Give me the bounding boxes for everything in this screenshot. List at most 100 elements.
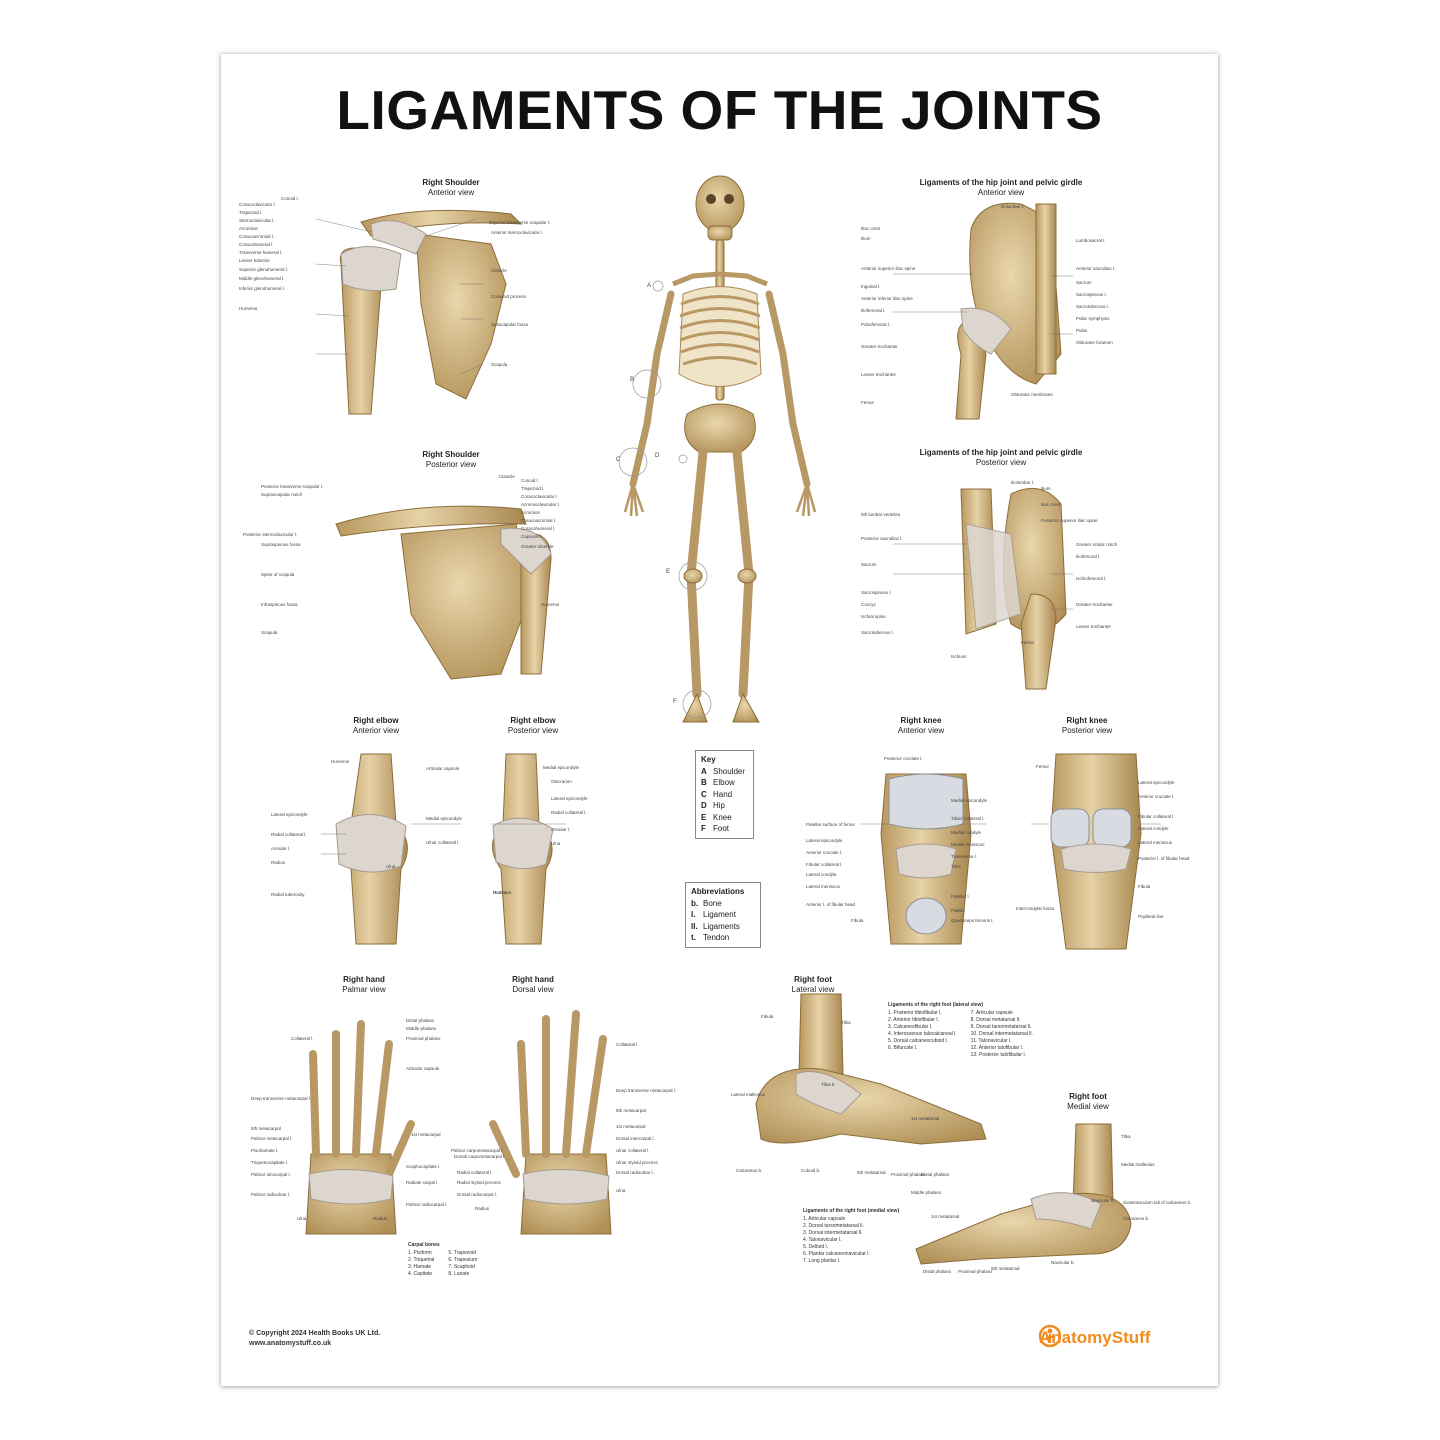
- label-hpal: Triquetrocapitate l.: [251, 1160, 289, 1165]
- abbreviation-row: t.Tendon: [691, 932, 755, 944]
- skeleton-letter: A: [647, 283, 652, 289]
- elbow-anterior-illustration: [335, 753, 408, 945]
- carpal-bone-item: 8. Lunate: [448, 1271, 470, 1277]
- label-fl: Tibia: [841, 1020, 851, 1025]
- label-sp: Greater tubercle: [521, 544, 554, 549]
- label-ka: Quadriceps femoris t.: [951, 918, 994, 923]
- label-fm: Navicular b.: [1051, 1260, 1075, 1265]
- carpal-bone-item: 2. Triquetral: [408, 1257, 435, 1263]
- label-sa: Acromion: [239, 226, 259, 231]
- poster-title: LIGAMENTS OF THE JOINTS: [336, 79, 1103, 141]
- label-ha: Anterior superior iliac spine: [861, 266, 916, 271]
- label-sp: Coracohumeral l.: [521, 526, 556, 531]
- label-ep: Humerus: [493, 890, 512, 895]
- label-ka: Lateral epicondyle: [806, 838, 843, 843]
- foot-lateral-ligament-item: 3. Calcaneofibular l.: [888, 1024, 933, 1030]
- panel-title-hip-posterior: Ligaments of the hip joint and pelvic gi…: [919, 448, 1083, 467]
- key-label: Hand: [713, 789, 733, 799]
- label-sa: Superior transverse scapular l.: [489, 220, 551, 225]
- label-hpal: Proximal phalanx: [406, 1036, 441, 1041]
- brand-name: AnatomyStuff: [1039, 1328, 1151, 1347]
- abbreviations-heading: Abbreviations: [691, 887, 745, 896]
- label-ka: Fibular collateral l.: [806, 862, 843, 867]
- label-hdor: Radial collateral l.: [457, 1170, 493, 1175]
- label-fm: Navicular b.: [1091, 1198, 1115, 1203]
- label-ep: Ulna: [551, 841, 561, 846]
- label-sa: Coracoacromial l.: [239, 234, 275, 239]
- skeleton-letter: D: [655, 453, 660, 459]
- key-code: A: [701, 766, 707, 776]
- label-ea: Ulnar collateral l.: [426, 840, 460, 845]
- label-hp: Ischial spine: [861, 614, 886, 619]
- label-hp: 5th lumbar vertebra: [861, 512, 901, 517]
- label-kp: Femur: [1036, 764, 1050, 769]
- label-sp: Capsular l.: [521, 534, 543, 539]
- label-hp: Ischiofemoral l.: [1076, 576, 1107, 581]
- label-ha: Femur: [861, 400, 875, 405]
- label-kp: Fibula: [1138, 884, 1151, 889]
- label-kp: Posterior l. of fibular head: [1138, 856, 1190, 861]
- brand-mark-icon: [1039, 1324, 1061, 1348]
- copyright-text: © Copyright 2024 Health Books UK Ltd.: [249, 1330, 381, 1337]
- copyright-block: © Copyright 2024 Health Books UK Ltd. ww…: [249, 1329, 380, 1349]
- skeleton-letter: B: [630, 377, 635, 383]
- label-ha: Inguinal l.: [861, 284, 881, 289]
- label-sp: Posterior transverse scapular l.: [261, 484, 324, 489]
- label-hpal: Radiate carpal l.: [406, 1180, 439, 1185]
- foot-lateral-ligament-item: 8. Dorsal metatarsal ll.: [970, 1017, 1021, 1023]
- label-ka: Anterior cruciate l.: [806, 850, 843, 855]
- label-ka: Patellar surface of femur: [806, 822, 856, 827]
- label-fl: Calcaneus b.: [736, 1168, 763, 1173]
- label-hdor: Dorsal radioulnar l.: [616, 1170, 654, 1175]
- label-sa: Scapula: [491, 362, 508, 367]
- foot-lateral-ligament-item: 2. Anterior tibiofibular l.: [888, 1017, 939, 1023]
- label-sp: Acromioclavicular l.: [521, 502, 560, 507]
- foot-lateral-illustration: [755, 993, 987, 1145]
- label-ka: Tibial collateral l.: [951, 816, 985, 821]
- skeleton-letter: C: [616, 457, 621, 463]
- label-fm: Tibia: [1121, 1134, 1131, 1139]
- label-hpal: Palmar ulnocarpal l.: [251, 1172, 291, 1177]
- foot-medial-ligament-list: Ligaments of the right foot (medial view…: [803, 1208, 899, 1265]
- label-ka: Posterior cruciate l.: [884, 756, 923, 761]
- label-ep: Annular l.: [551, 827, 571, 832]
- label-kp: Lateral epicondyle: [1138, 780, 1175, 785]
- label-kp: Intercondylar fossa: [1016, 906, 1055, 911]
- key-label: Foot: [713, 824, 730, 833]
- label-ka: Patella: [951, 908, 965, 913]
- label-ka: Tibia: [951, 864, 961, 869]
- label-hp: Sacrotuberous l.: [861, 630, 894, 635]
- label-ha: Obturator membrane: [1011, 392, 1053, 397]
- label-ka: Transverse l.: [951, 854, 977, 859]
- carpal-bone-item: 6. Trapezium: [448, 1257, 478, 1263]
- label-ka: Anterior l. of fibular head: [806, 902, 856, 907]
- label-sa: Humerus: [239, 306, 258, 311]
- label-ep: Lateral epicondyle: [551, 796, 588, 801]
- label-hp: Sacrospinous l.: [861, 590, 892, 595]
- foot-medial-ligament-item: 6. Plantar calcaneonavicular l.: [803, 1251, 870, 1257]
- key-label: Knee: [713, 812, 732, 822]
- label-hpal: Collateral l.: [291, 1036, 314, 1041]
- label-ha: Pubic symphysis: [1076, 316, 1110, 321]
- label-hp: Posterior superior iliac spine: [1041, 518, 1098, 523]
- label-ep: Medial epicondyle: [543, 765, 580, 770]
- label-sa: Superior glenohumeral l.: [239, 267, 289, 272]
- label-ep: Olecranon: [551, 779, 572, 784]
- label-fl: 5th metatarsal: [857, 1170, 886, 1175]
- foot-medial-ligament-item: 4. Talonavicular l.: [803, 1237, 842, 1243]
- label-sp: Acromion: [521, 510, 541, 515]
- foot-medial-list-heading: Ligaments of the right foot (medial view…: [803, 1208, 900, 1214]
- label-fl: Lateral malleolus: [731, 1092, 766, 1097]
- label-hdor: Deep transverse metacarpal l.: [616, 1088, 677, 1093]
- abbreviation-label: Ligaments: [703, 921, 740, 931]
- label-hp: Femur: [1021, 640, 1035, 645]
